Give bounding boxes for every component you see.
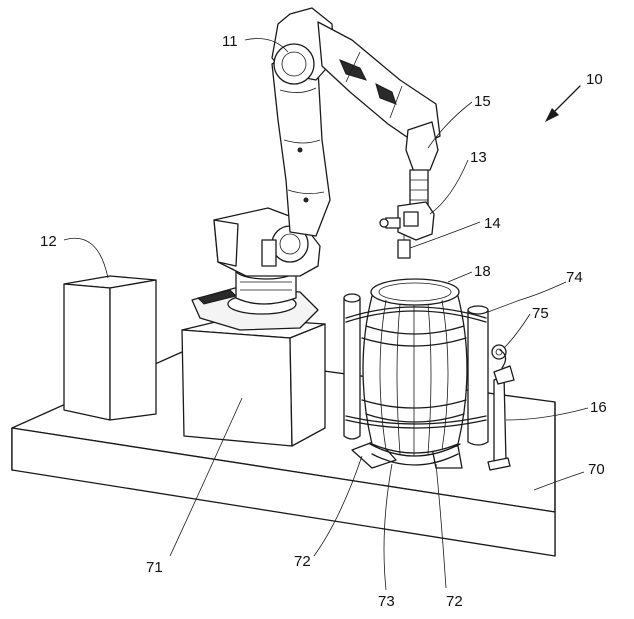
label-14: 14 <box>484 215 501 232</box>
label-70: 70 <box>588 461 605 478</box>
label-73: 73 <box>378 593 395 610</box>
control-cabinet <box>63 275 157 421</box>
label-15: 15 <box>474 93 491 110</box>
label-13: 13 <box>470 149 487 166</box>
barrel <box>345 278 487 456</box>
label-75: 75 <box>532 305 549 322</box>
frame-ring <box>491 344 507 360</box>
barrel-frame <box>343 293 489 446</box>
reference-labels: 10 11 12 13 14 15 16 18 70 71 72 72 73 7… <box>40 33 607 610</box>
label-72-left: 72 <box>294 553 311 570</box>
label-18: 18 <box>474 263 491 280</box>
robot-arm <box>191 7 441 331</box>
label-74: 74 <box>566 269 583 286</box>
label-12: 12 <box>40 233 57 250</box>
label-11: 11 <box>222 33 238 50</box>
label-10: 10 <box>586 71 603 88</box>
tool-stand <box>487 349 515 471</box>
system-arrow <box>545 85 581 122</box>
label-16: 16 <box>590 399 607 416</box>
robot-pedestal <box>181 317 326 447</box>
label-72-right: 72 <box>446 593 463 610</box>
label-71: 71 <box>146 559 163 576</box>
leader-lines <box>63 38 589 591</box>
